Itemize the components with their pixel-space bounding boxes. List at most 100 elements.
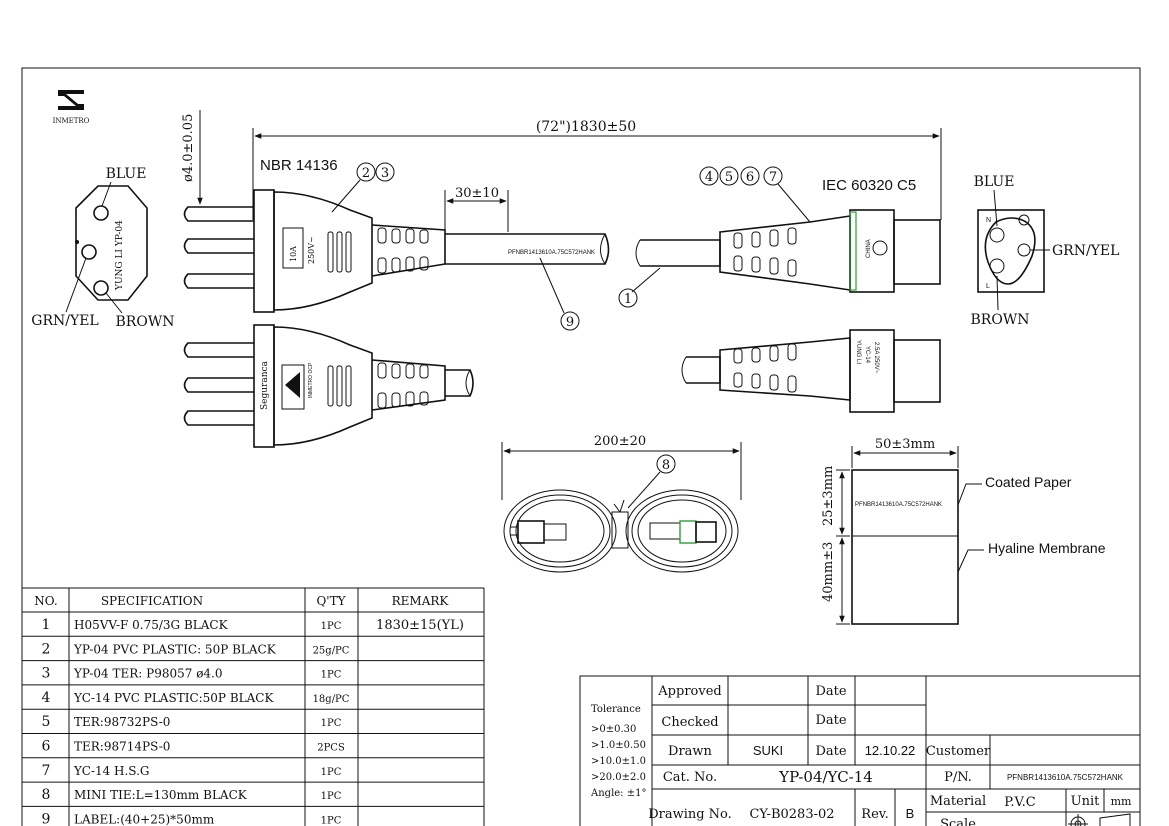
bom-cell-spec: YP-04 PVC PLASTIC: 50P BLACK	[73, 642, 277, 656]
title-block: Tolerance >0±0.30 >1.0±0.50 >10.0±1.0 >2…	[579, 675, 1141, 826]
tolerance-line-4: >20.0±2.0	[591, 772, 646, 783]
bom-cell-no: 9	[42, 811, 51, 826]
connector-face-view: N L BLUE GRN/YEL BROWN	[971, 174, 1120, 328]
overall-length-dimension: (72")1830±50	[252, 119, 942, 220]
cable-print-text: PFNBR1413610A.75C572HANK	[508, 250, 595, 256]
bom-cell-spec: MINI TIE:L=130mm BLACK	[74, 788, 248, 802]
pin-diameter-dimension: ø4.0±0.05	[181, 110, 203, 205]
drawingno-value: CY-B0283-02	[749, 807, 834, 822]
pin-hole-bottom	[93, 280, 109, 296]
conn-blue-label: BLUE	[974, 174, 1015, 190]
connector-brand-mark: YUNG LI	[855, 340, 861, 364]
plug-brown-label: BROWN	[116, 314, 175, 330]
plug-top-view: NBR 14136 10A 250V~ PFNBR1413610A.75C572…	[183, 157, 610, 313]
logo-text: INMETRO	[53, 117, 90, 125]
label-height-2-text: 40mm±3	[821, 542, 836, 602]
balloon-5: 5	[719, 166, 739, 186]
svg-text:8: 8	[662, 458, 670, 473]
tolerance-line-3: >10.0±1.0	[591, 756, 646, 767]
balloon-3: 3	[375, 162, 395, 182]
bom-cell-spec: TER:98714PS-0	[74, 740, 170, 754]
bom-cell-no: 7	[42, 763, 51, 779]
inmetro-ocp-mark: INMETRO OCP	[308, 362, 314, 398]
approved-date-label: Date	[815, 684, 846, 699]
bom-header-remark: REMARK	[392, 594, 450, 608]
plug-face-view: YUNG LI YP-04 BLUE GRN/YEL BROWN	[31, 166, 174, 330]
plug-face-mark: YUNG LI YP-04	[115, 220, 125, 291]
svg-text:6: 6	[746, 170, 754, 185]
balloon-9: 9	[539, 257, 580, 331]
unit-value: mm	[1111, 795, 1132, 808]
projection-symbol-icon	[1068, 813, 1131, 826]
bom-cell-spec: H05VV-F 0.75/3G BLACK	[74, 618, 229, 632]
balloon-1: 1	[618, 288, 638, 308]
coated-paper-label: Coated Paper	[985, 474, 1072, 490]
tolerance-line-2: >1.0±0.50	[591, 740, 646, 751]
coiled-cord-view: 200±20	[501, 434, 742, 573]
tolerance-title: Tolerance	[591, 704, 641, 715]
pn-label: P/N.	[944, 770, 972, 785]
sheet-border	[21, 67, 1141, 826]
connector-model-mark: YC-14	[864, 346, 870, 364]
bom-cell-qty: 1PC	[321, 815, 342, 826]
catno-label: Cat. No.	[663, 770, 717, 785]
coil-dimension-text: 200±20	[594, 434, 646, 449]
material-value: P.V.C	[1004, 795, 1035, 810]
conn-n-mark: N	[986, 217, 991, 224]
bom-cell-qty: 2PCS	[317, 743, 345, 754]
material-label: Material	[930, 794, 986, 809]
bom-cell-no: 3	[42, 666, 51, 682]
bom-cell-remark: 1830±15(YL)	[376, 618, 464, 633]
bom-cell-no: 5	[42, 714, 51, 730]
inmetro-logo: INMETRO	[53, 90, 90, 125]
plug-rating-1: 10A	[289, 246, 298, 262]
tolerance-line-1: >0±0.30	[591, 724, 636, 735]
svg-text:5: 5	[725, 170, 733, 185]
plug-standard-label: NBR 14136	[260, 157, 338, 174]
balloon-8: 8	[627, 454, 676, 509]
plug-bottom-view: Seguranca INMETRO OCP	[183, 324, 474, 448]
bom-cell-no: 8	[42, 787, 51, 803]
connector-china-mark: CHINA	[866, 239, 872, 258]
svg-text:2: 2	[362, 166, 370, 181]
label-width-text: 50±3mm	[875, 437, 935, 452]
drawn-date-value: 12.10.22	[865, 743, 916, 758]
checked-label: Checked	[661, 715, 718, 730]
label-drawing: 50±3mm PFNBR1413610A.75C572HANK 25±3mm 4…	[821, 437, 1106, 625]
svg-text:9: 9	[566, 315, 574, 330]
bom-cell-qty: 1PC	[321, 621, 342, 632]
connector-rating-mark: 2.5A 250V~	[873, 342, 879, 374]
seguranca-mark: Seguranca	[260, 360, 270, 410]
bom-cell-no: 6	[42, 739, 51, 755]
balloon-2: 2	[356, 162, 376, 182]
drawn-date-label: Date	[815, 744, 846, 759]
connector-bottom-view: YUNG LI YC-14 2.5A 250V~	[681, 329, 941, 413]
drawn-label: Drawn	[668, 744, 713, 759]
overall-length-text: (72")1830±50	[536, 119, 636, 135]
label-print-text: PFNBR1413610A.75C572HANK	[855, 502, 942, 508]
bom-cell-spec: YC-14 H.S.G	[73, 764, 150, 778]
customer-label: Customer	[926, 744, 991, 759]
balloon-4: 4	[699, 166, 719, 186]
connector-standard-label: IEC 60320 C5	[822, 177, 916, 194]
plug-grn-label: GRN/YEL	[31, 313, 98, 329]
svg-text:7: 7	[769, 170, 777, 185]
rev-value: B	[906, 806, 915, 821]
approved-label: Approved	[657, 684, 721, 699]
bom-cell-qty: 25g/PC	[313, 645, 350, 656]
bom-header-no: NO.	[34, 594, 57, 608]
bom-cell-spec: TER:98732PS-0	[74, 715, 170, 729]
pin-hole-top	[93, 205, 109, 221]
tolerance-angle: Angle: ±1°	[590, 788, 646, 799]
plug-rating-2: 250V~	[307, 236, 316, 264]
bom-cell-qty: 1PC	[321, 670, 342, 681]
